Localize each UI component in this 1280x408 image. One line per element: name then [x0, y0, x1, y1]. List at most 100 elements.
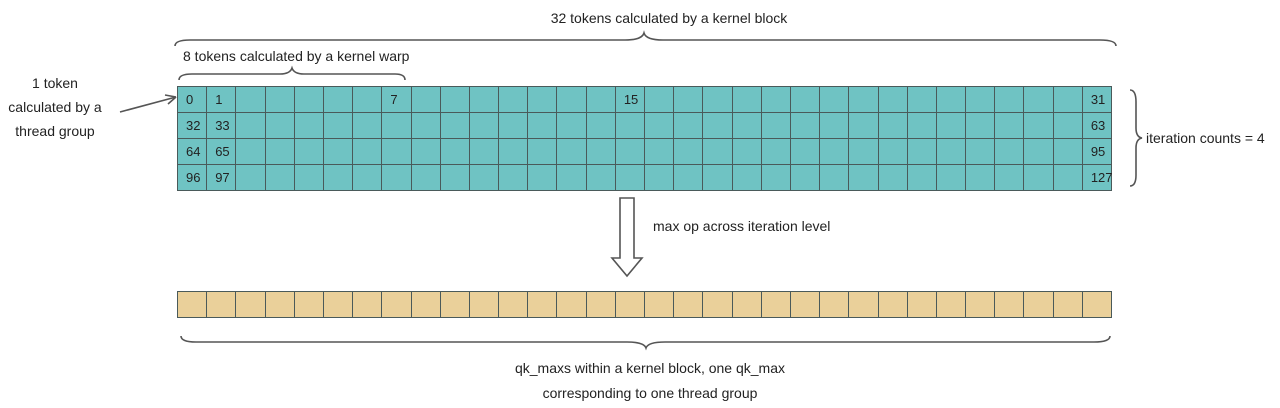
qk-max-cell	[585, 291, 616, 318]
kernel-block-brace	[174, 30, 1117, 47]
kernel-warp-brace	[178, 65, 406, 81]
qk-max-cell	[644, 291, 675, 318]
token-cell	[819, 112, 850, 139]
token-cell	[702, 86, 733, 113]
qk-max-cell	[410, 291, 441, 318]
token-cell	[293, 112, 324, 139]
qk-max-cell	[1052, 291, 1083, 318]
token-cell: 96	[177, 164, 208, 191]
token-cell	[498, 86, 529, 113]
qk-max-cell	[760, 291, 791, 318]
token-cell	[322, 112, 354, 139]
kernel-warp-label: 8 tokens calculated by a kernel warp	[183, 48, 410, 64]
qk-max-cell	[848, 291, 879, 318]
token-cell	[439, 86, 470, 113]
token-cell	[644, 86, 675, 113]
token-label-line2: calculated by a	[8, 99, 102, 115]
token-cell	[644, 112, 675, 139]
token-cell	[439, 112, 470, 139]
token-cell	[935, 112, 967, 139]
token-cell	[585, 164, 616, 191]
token-cell	[410, 138, 441, 165]
token-cell	[848, 164, 879, 191]
token-cell	[585, 112, 616, 139]
token-cell	[819, 164, 850, 191]
token-cell: 7	[381, 86, 412, 113]
iteration-counts-label: iteration counts = 4	[1146, 130, 1265, 146]
qk-max-cell	[906, 291, 937, 318]
token-cell	[819, 138, 850, 165]
token-cell	[760, 86, 791, 113]
token-cell	[673, 112, 704, 139]
token-cell	[760, 112, 791, 139]
token-cell	[498, 164, 529, 191]
token-cell	[731, 86, 762, 113]
token-cell	[527, 112, 558, 139]
token-cell	[994, 112, 1025, 139]
qk-max-cell	[498, 291, 529, 318]
token-cell	[731, 112, 762, 139]
token-cell	[352, 86, 383, 113]
token-cell	[556, 112, 587, 139]
qk-max-cell	[206, 291, 237, 318]
token-cell	[848, 112, 879, 139]
token-cell	[877, 164, 908, 191]
token-cell	[935, 138, 967, 165]
token-cell	[264, 112, 295, 139]
token-cell	[760, 164, 791, 191]
token-cell: 1	[206, 86, 237, 113]
qk-max-row	[177, 291, 1112, 318]
token-cell: 63	[1081, 112, 1112, 139]
qk-max-cell	[1023, 291, 1054, 318]
qk-max-cell	[702, 291, 733, 318]
token-cell	[673, 138, 704, 165]
token-cell	[322, 86, 354, 113]
qk-max-cell	[235, 291, 266, 318]
token-cell	[789, 138, 821, 165]
qk-max-cell	[614, 291, 645, 318]
token-cell: 65	[206, 138, 237, 165]
token-cell	[381, 164, 412, 191]
qk-max-cell	[352, 291, 383, 318]
token-cell	[410, 112, 441, 139]
token-cell	[673, 86, 704, 113]
token-cell	[322, 138, 354, 165]
token-cell	[322, 164, 354, 191]
token-cell	[527, 86, 558, 113]
token-cell: 95	[1081, 138, 1112, 165]
token-label-line3: thread group	[15, 123, 95, 139]
max-op-label: max op across iteration level	[653, 218, 831, 234]
qk-max-cell	[177, 291, 208, 318]
token-cell	[731, 164, 762, 191]
token-cell	[994, 86, 1025, 113]
token-cell	[1023, 86, 1054, 113]
token-cell	[1052, 86, 1083, 113]
token-cell	[235, 112, 266, 139]
token-cell	[702, 164, 733, 191]
token-cell	[264, 138, 295, 165]
token-cell	[906, 164, 937, 191]
token-cell	[877, 138, 908, 165]
token-cell	[439, 138, 470, 165]
token-cell	[1052, 164, 1083, 191]
token-cell: 64	[177, 138, 208, 165]
qk-max-cell	[1081, 291, 1112, 318]
token-cell	[877, 86, 908, 113]
qk-maxs-brace	[180, 335, 1111, 351]
token-cell	[235, 86, 266, 113]
qk-max-cell	[293, 291, 324, 318]
qk-max-cell	[468, 291, 500, 318]
token-cell: 32	[177, 112, 208, 139]
kernel-block-label: 32 tokens calculated by a kernel block	[550, 10, 788, 26]
qk-max-cell	[527, 291, 558, 318]
token-cell	[439, 164, 470, 191]
token-cell	[702, 138, 733, 165]
pointer-arrow-icon	[119, 94, 177, 113]
token-cell	[906, 112, 937, 139]
qk-max-cell	[322, 291, 354, 318]
token-cell	[789, 112, 821, 139]
qk-max-cell	[877, 291, 908, 318]
token-cell	[468, 112, 500, 139]
token-cell	[1023, 164, 1054, 191]
qk-max-cell	[264, 291, 295, 318]
